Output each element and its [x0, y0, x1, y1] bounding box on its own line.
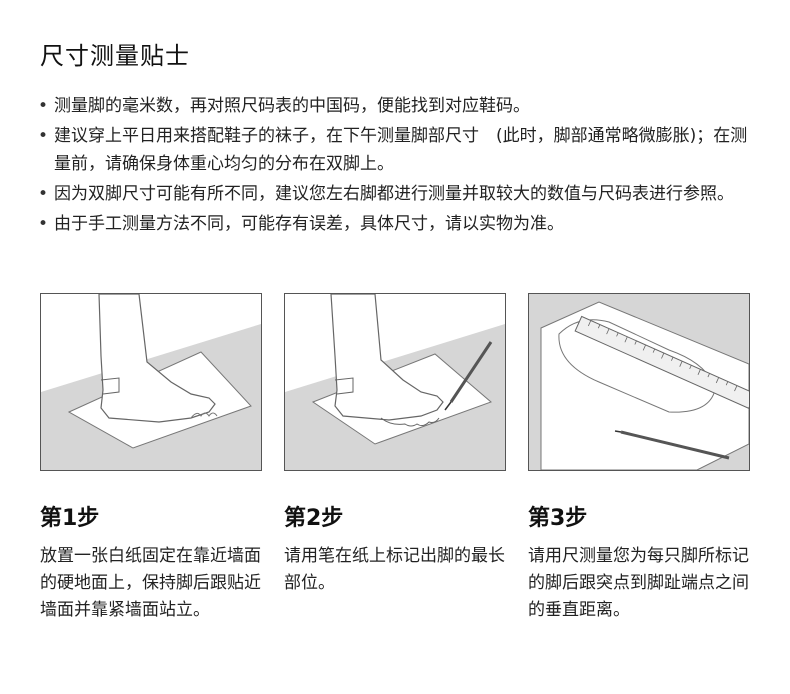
- step2-title: 第2步: [284, 506, 344, 531]
- bullet-icon: •: [38, 126, 49, 146]
- tip-text: 建议穿上平日用来搭配鞋子的袜子，在下午测量脚部尺寸 (此时，脚部通常略微膨胀)；…: [54, 126, 748, 174]
- tip-text: 测量脚的毫米数，再对照尺码表的中国码，便能找到对应鞋码。: [54, 96, 530, 116]
- bullet-icon: •: [38, 96, 49, 116]
- step3-illustration: [528, 293, 750, 471]
- step2-illustration: [284, 293, 506, 471]
- tip-item: •测量脚的毫米数，再对照尺码表的中国码，便能找到对应鞋码。: [38, 92, 758, 120]
- tip-item: •建议穿上平日用来搭配鞋子的袜子，在下午测量脚部尺寸 (此时，脚部通常略微膨胀)…: [38, 122, 758, 178]
- tip-text: 由于手工测量方法不同，可能存有误差，具体尺寸，请以实物为准。: [54, 214, 564, 234]
- page-title: 尺寸测量贴士: [40, 42, 190, 70]
- step1-title: 第1步: [40, 506, 100, 531]
- tip-item: •由于手工测量方法不同，可能存有误差，具体尺寸，请以实物为准。: [38, 210, 758, 238]
- foot-on-paper-illustration: [41, 294, 261, 470]
- step3-title: 第3步: [528, 506, 588, 531]
- step3-description: 请用尺测量您为每只脚所标记的脚后跟突点到脚趾端点之间的垂直距离。: [528, 546, 749, 620]
- step1-description: 放置一张白纸固定在靠近墙面的硬地面上，保持脚后跟贴近墙面并靠紧墙面站立。: [40, 546, 261, 620]
- ruler-measure-illustration: [529, 294, 749, 470]
- tips-list: •测量脚的毫米数，再对照尺码表的中国码，便能找到对应鞋码。 •建议穿上平日用来搭…: [38, 92, 758, 240]
- step1-illustration: [40, 293, 262, 471]
- tip-item: •因为双脚尺寸可能有所不同，建议您左右脚都进行测量并取较大的数值与尺码表进行参照…: [38, 180, 758, 208]
- bullet-icon: •: [38, 214, 49, 234]
- step2-description: 请用笔在纸上标记出脚的最长部位。: [284, 546, 505, 593]
- bullet-icon: •: [38, 184, 49, 204]
- pen-marking-illustration: [285, 294, 505, 470]
- tip-text: 因为双脚尺寸可能有所不同，建议您左右脚都进行测量并取较大的数值与尺码表进行参照。: [54, 184, 734, 204]
